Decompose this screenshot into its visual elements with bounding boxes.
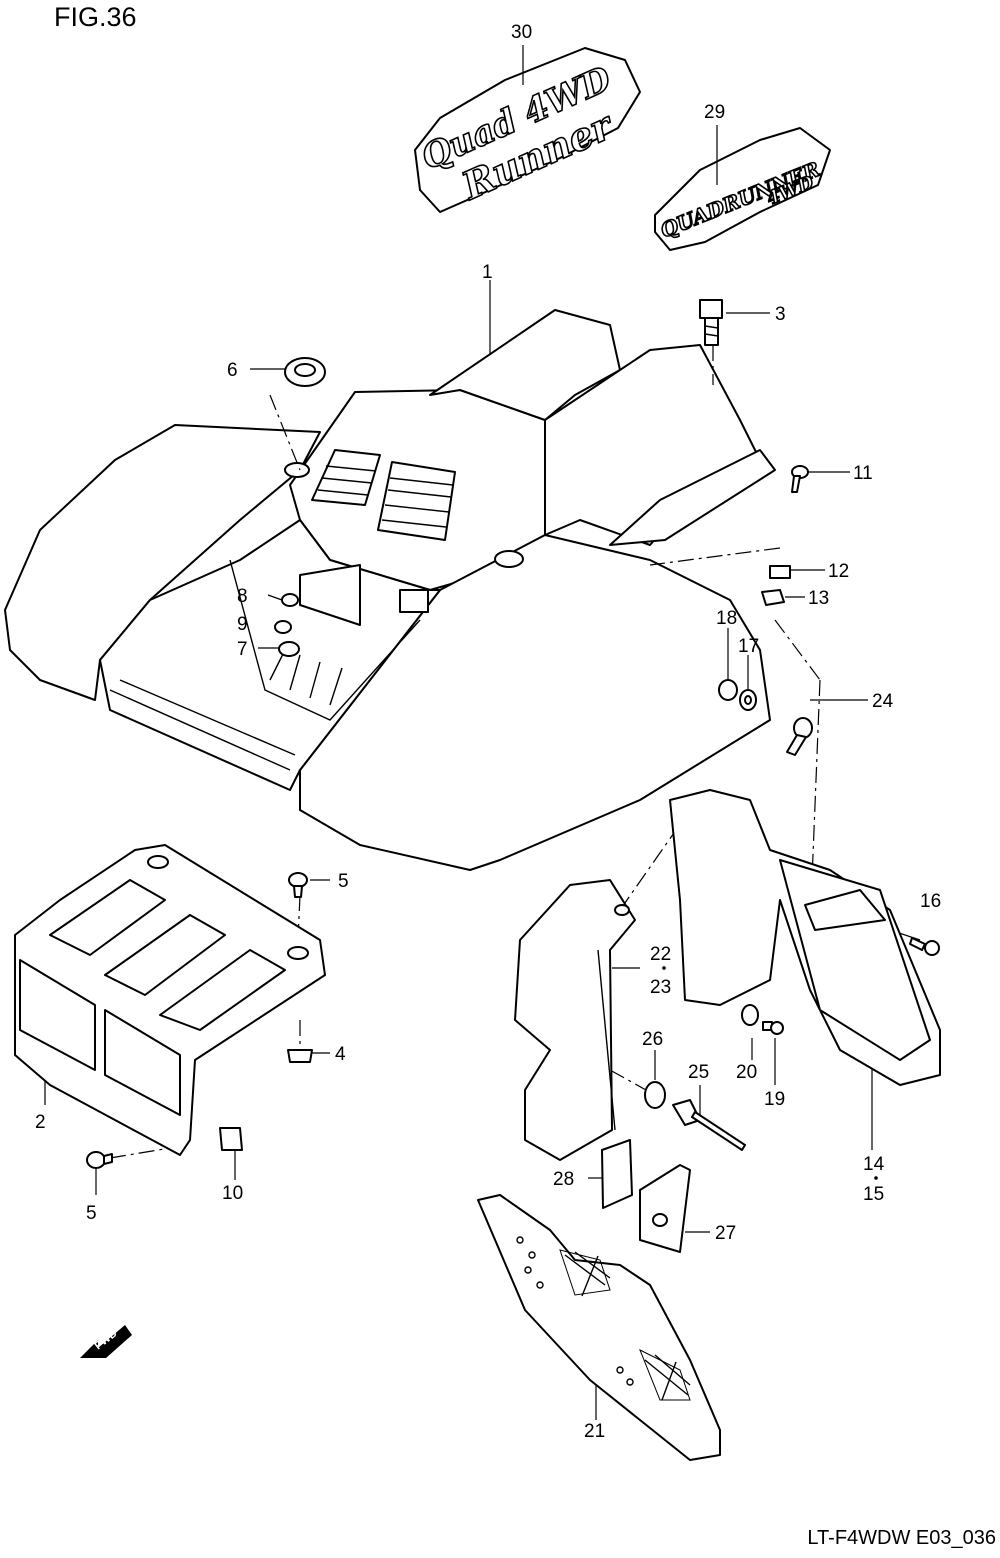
pad-part-28: [601, 1139, 633, 1209]
callout-15: 15: [863, 1184, 884, 1205]
bracket-part-27: [639, 1164, 691, 1253]
washer-part-17: [739, 689, 757, 711]
grommet-part-6: [284, 357, 326, 387]
callout-20: 20: [736, 1062, 757, 1083]
callout-24: 24: [872, 691, 894, 712]
fasteners: [86, 299, 940, 1169]
callout-23: 23: [650, 977, 671, 998]
callout-5-top: 5: [338, 871, 349, 892]
callout-14: 14: [863, 1154, 885, 1175]
callout-16: 16: [920, 891, 941, 912]
clip-part-12: [769, 565, 791, 579]
fwd-arrow-icon: FWD: [80, 1325, 132, 1358]
callout-17: 17: [738, 636, 759, 657]
model-code: LT-F4WDW E03_036: [807, 1527, 996, 1549]
rivet-part-25: [672, 1099, 746, 1151]
clip-part-4: [287, 1049, 313, 1063]
callout-3: 3: [775, 304, 786, 325]
callout-22: 22: [650, 944, 671, 965]
callout-19: 19: [764, 1089, 785, 1110]
callout-26: 26: [642, 1029, 663, 1050]
emblem-part-29: QUADRUNNER 4WD: [654, 127, 831, 251]
callout-18: 18: [716, 608, 737, 629]
callout-8: 8: [237, 586, 248, 607]
callout-29: 29: [704, 102, 725, 123]
callout-25: 25: [688, 1062, 709, 1083]
screw-part-5-bottom: [86, 1151, 113, 1169]
front-fender-part-1: [4, 309, 776, 871]
screw-part-16: [909, 937, 940, 956]
nut-part-13: [761, 589, 785, 606]
callout-9: 9: [237, 614, 248, 635]
callout-13: 13: [808, 588, 829, 609]
emblem-part-30: Quad 4WD Runner: [414, 47, 641, 213]
screw-part-5-top: [288, 872, 308, 898]
callout-7: 7: [237, 639, 248, 660]
callout-27: 27: [715, 1223, 736, 1244]
callout-4: 4: [335, 1044, 346, 1065]
bolt-part-3: [699, 299, 723, 346]
grommet-part-26: [644, 1081, 666, 1109]
leader-lines: [44, 45, 921, 1420]
screw-part-19: [762, 1021, 784, 1035]
callout-28: 28: [553, 1169, 574, 1190]
callout-5-bottom: 5: [86, 1203, 97, 1224]
vent-louvers: [317, 465, 454, 528]
clip-part-10: [219, 1127, 243, 1151]
callout-2: 2: [35, 1112, 46, 1133]
nut-part-18: [718, 679, 738, 701]
floor-mat-part-21: [477, 1194, 721, 1461]
bolt-part-24: [786, 717, 813, 756]
callout-30: 30: [511, 22, 532, 43]
mud-guard-part-14-15: [669, 789, 941, 1086]
callout-10: 10: [222, 1183, 243, 1204]
callout-21: 21: [584, 1421, 605, 1442]
callout-1: 1: [482, 262, 493, 283]
callout-12: 12: [828, 561, 849, 582]
side-cover-part-22-23: [514, 879, 636, 1161]
callout-6: 6: [227, 360, 238, 381]
callout-labels: 30 29 1 3 6 11 12 13 8 9 7 18 17 24 16 5…: [35, 22, 941, 1442]
screw-part-11: [791, 465, 809, 493]
callout-11: 11: [853, 463, 873, 484]
nut-part-20: [741, 1004, 759, 1026]
front-cover-part-2: [14, 844, 326, 1156]
figure-title: FIG.36: [54, 2, 137, 32]
